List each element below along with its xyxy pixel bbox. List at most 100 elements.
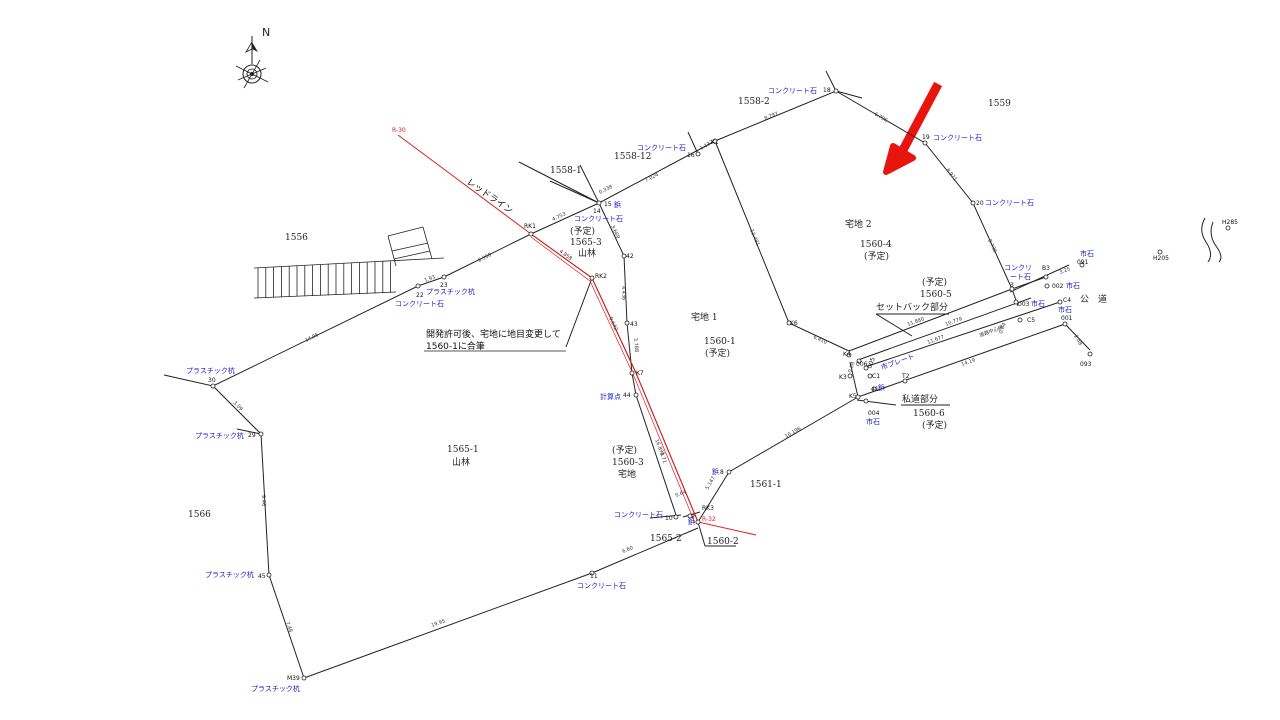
label-15: 15 xyxy=(604,201,612,208)
dist-20-3: 8.736 xyxy=(986,238,997,254)
dist-43-k7: 3.788 xyxy=(632,338,639,353)
label-t2: T2 xyxy=(901,373,910,380)
setback-label: セットバック部分 xyxy=(876,301,948,313)
label-k4: K4 xyxy=(843,351,851,358)
parcel-1560-4-plan: (予定) xyxy=(864,250,889,262)
parcel-1560-4: 1560-4 xyxy=(860,240,892,250)
label-rk2: RK2 xyxy=(595,273,607,280)
label-c4: C4 xyxy=(1063,297,1071,304)
stake-091: 市石 xyxy=(1080,249,1094,258)
point-003 xyxy=(1013,299,1019,305)
point-t2 xyxy=(902,378,908,384)
label-41: 41 xyxy=(871,386,879,393)
dist-k3-003: 10.779 xyxy=(945,316,963,328)
stake-002: 市石 xyxy=(1066,281,1080,290)
red-arrow-icon xyxy=(883,81,943,175)
label-14: 14 xyxy=(593,208,601,215)
point-006 xyxy=(856,358,862,364)
stake-plate: 市プレート xyxy=(880,351,916,371)
stake-41-metal: 鋲 xyxy=(878,383,885,392)
parcel-1558-12: 1558-12 xyxy=(614,152,651,162)
label-005: 005 xyxy=(866,356,877,369)
stake-18: コンクリート石 xyxy=(768,87,817,95)
stair-symbol xyxy=(253,226,445,299)
dist-29-45: 9.46 xyxy=(260,495,266,506)
dist-10-9: 0.64 xyxy=(675,489,688,498)
label-002: 002 xyxy=(1052,283,1064,290)
parcel-1560-3: 1560-3 xyxy=(612,458,644,468)
label-b3: B3 xyxy=(1042,265,1050,272)
stake-19: コンクリート石 xyxy=(933,134,982,142)
point-23 xyxy=(441,274,447,280)
point-k1 xyxy=(712,138,718,144)
parcel-1560-4-use: 宅地 2 xyxy=(845,218,872,230)
point-19 xyxy=(922,140,928,146)
merge-note-line2: 1560-1に合筆 xyxy=(426,340,485,352)
stake-c4: 市石 xyxy=(1058,305,1072,314)
parcel-1565-2: 1565-2 xyxy=(650,534,682,544)
survey-points xyxy=(210,88,1231,681)
parcel-1560-5: 1560-5 xyxy=(920,290,952,300)
parcel-1560-1-plan: (予定) xyxy=(705,347,730,359)
north-compass-icon xyxy=(235,36,269,89)
point-k3 xyxy=(847,373,853,379)
stake-003: 市石 xyxy=(1031,299,1045,308)
parcel-1560-1: 1560-1 xyxy=(704,337,736,347)
parcel-1565-3-plan: (予定) xyxy=(570,225,595,237)
merge-note-line1: 開発許可後、宅地に地目変更して xyxy=(426,328,561,340)
dist-rk1-15: 4.753 xyxy=(551,211,567,222)
red-line xyxy=(397,134,757,536)
parcel-boundaries xyxy=(163,70,1222,679)
dist-30-29: 3.09 xyxy=(232,400,244,412)
public-road-label: 公 道 xyxy=(1080,293,1107,305)
label-k7: K7 xyxy=(636,370,644,377)
point-k7 xyxy=(629,370,635,376)
dist-15-42: 3.669 xyxy=(609,224,620,240)
parcel-1558-2: 1558-2 xyxy=(738,97,770,107)
point-29 xyxy=(258,431,264,437)
label-h205: H205 xyxy=(1153,255,1169,262)
dist-4-c5: 11.677 xyxy=(927,334,945,346)
point-15 xyxy=(596,200,602,206)
dist-3-b3: 3.25 xyxy=(1059,266,1072,275)
dist-m39-11: 19.95 xyxy=(431,618,447,629)
parcel-1560-3-plan: (予定) xyxy=(612,444,637,456)
label-rk1: RK1 xyxy=(524,223,536,230)
dist-44-10: 8.71 xyxy=(658,452,667,464)
stake-16: コンクリート石 xyxy=(637,144,686,152)
label-18: 18 xyxy=(823,87,831,94)
parcel-1565-3: 1565-3 xyxy=(570,238,602,248)
label-20: 20 xyxy=(976,200,984,207)
point-30 xyxy=(210,383,216,389)
stake-23: プラスチック杭 xyxy=(426,287,475,296)
dist-001-093: 2.48 xyxy=(1072,334,1083,347)
stake-3-b: ート石 xyxy=(1010,273,1031,281)
label-16: 16 xyxy=(687,152,695,159)
stake-45: プラスチック杭 xyxy=(205,570,254,579)
red-line-title: レッドライン xyxy=(464,176,515,216)
parcel-1558-1: 1558-1 xyxy=(550,166,582,176)
dist-11-10: 6.60 xyxy=(622,545,635,555)
point-k4 xyxy=(846,352,852,358)
dist-22-30: 14.95 xyxy=(304,332,320,344)
stake-labels: コンクリート石 コンクリート石 コンクリート石 コンクリート石 コンクリート石 … xyxy=(186,87,1094,693)
point-m39 xyxy=(301,675,307,681)
label-m39: M39 xyxy=(287,675,300,682)
label-30: 30 xyxy=(208,377,216,384)
compass-label: N xyxy=(262,26,270,39)
dist-15-16: 7.024 xyxy=(644,172,659,184)
red-line-end-label: R-32 xyxy=(702,516,716,523)
point-k6 xyxy=(786,320,792,326)
point-11 xyxy=(589,570,595,576)
parcel-labels: 1556 1558-1 1558-12 1558-2 1559 1566 156… xyxy=(188,97,1107,547)
stake-m39: プラスチック杭 xyxy=(251,684,300,693)
label-3: 3 xyxy=(1010,282,1014,289)
label-9: 9 xyxy=(691,513,695,520)
dist-23-22: 1.93 xyxy=(424,274,437,283)
parcel-1565-1-use: 山林 xyxy=(452,456,470,468)
point-rk2 xyxy=(589,275,595,281)
point-8 xyxy=(726,469,732,475)
parcel-1565-1: 1565-1 xyxy=(447,445,479,455)
dist-rk2-k7: 9.642 xyxy=(607,316,618,332)
stake-20: コンクリート石 xyxy=(985,199,1034,207)
